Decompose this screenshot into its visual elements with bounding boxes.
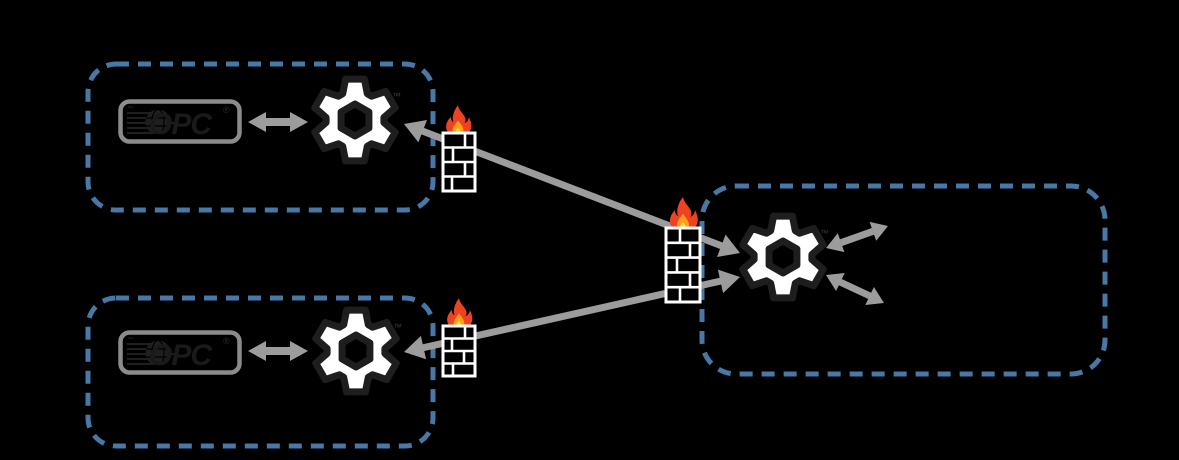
gear-icon-3 xyxy=(743,216,823,298)
arrow-opc2-gear2 xyxy=(248,341,308,361)
zone-right-border xyxy=(699,183,1108,377)
opc-logo-globe-grid xyxy=(146,108,170,136)
logo-tm-mark: ™ xyxy=(127,105,133,112)
opc-logo-globe xyxy=(145,109,171,135)
flame-icon xyxy=(446,105,472,135)
opc-logo-1: ™ OPC ® xyxy=(118,99,242,144)
arrow-gear3-lower-right xyxy=(826,273,884,305)
firewall-icon-center xyxy=(664,197,702,304)
zone-bottom-left-border xyxy=(85,295,436,449)
opc-logo-globe-grid xyxy=(146,339,170,367)
opc-logo-2: ™ OPC ® xyxy=(118,330,242,375)
flame-icon xyxy=(447,298,473,328)
firewall-wall xyxy=(664,226,702,304)
firewall-icon-1 xyxy=(441,105,477,193)
opc-logo-text: OPC xyxy=(149,339,213,372)
gear-tm-mark: ™ xyxy=(392,91,401,101)
arrow-opc1-gear1 xyxy=(248,112,308,132)
gear-tm-mark: ™ xyxy=(393,322,402,332)
firewall-icon-2 xyxy=(441,298,477,378)
opc-logo-globe xyxy=(145,340,171,366)
logo-tm-mark: ™ xyxy=(127,336,133,343)
gear-icon-2 xyxy=(316,310,396,392)
gear-tm-mark: ™ xyxy=(820,228,829,238)
logo-registered-mark: ® xyxy=(223,105,230,115)
arrow-gear3-upper-right xyxy=(826,221,888,253)
gear-icon-1 xyxy=(315,79,395,161)
logo-registered-mark: ® xyxy=(223,336,230,346)
opc-logo-text: OPC xyxy=(149,108,213,141)
flame-icon xyxy=(669,197,698,230)
